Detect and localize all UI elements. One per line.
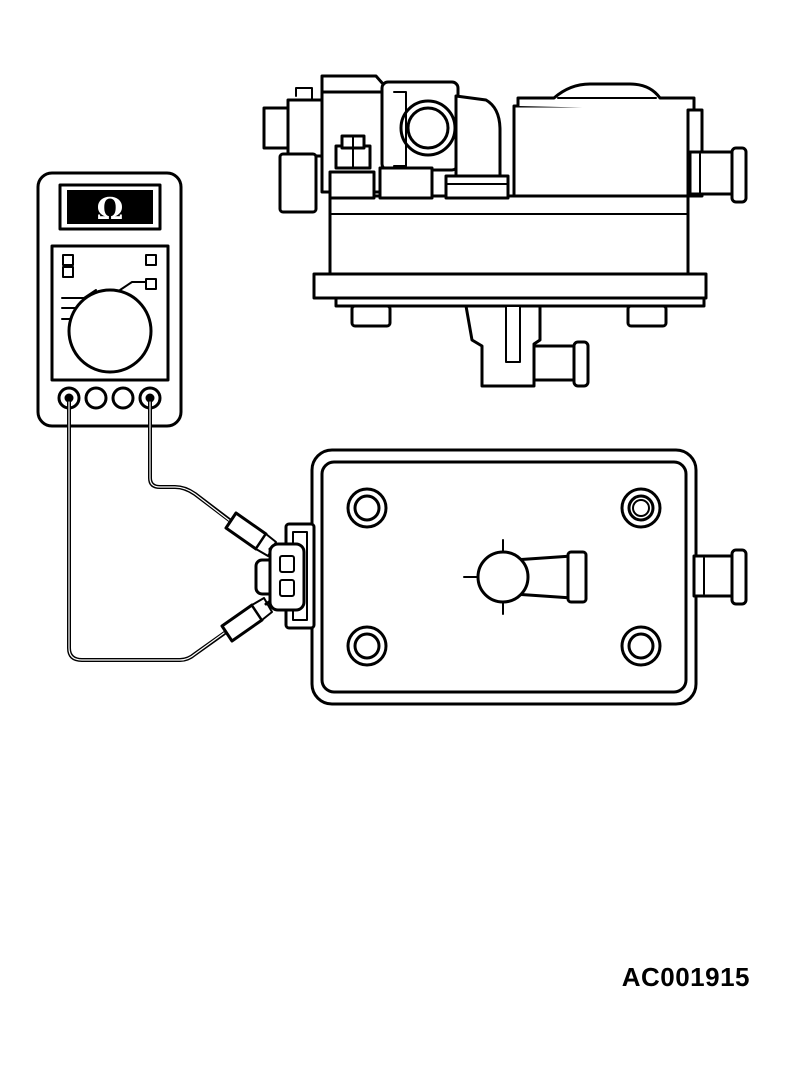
side-plug bbox=[278, 152, 318, 214]
component-side-view bbox=[262, 74, 748, 388]
connector-terminal[interactable] bbox=[279, 579, 295, 597]
top-view-inner-frame bbox=[320, 460, 688, 694]
hose-nipple-top-view bbox=[692, 548, 748, 606]
bolt-hole bbox=[620, 487, 662, 529]
side-connector bbox=[262, 106, 292, 150]
electrical-connector[interactable] bbox=[254, 522, 316, 630]
bolt-hole bbox=[346, 625, 388, 667]
rotary-dial-knob[interactable] bbox=[67, 288, 153, 374]
canister-body bbox=[512, 104, 692, 198]
mounting-foot bbox=[626, 304, 668, 328]
multimeter-switch-icon[interactable] bbox=[145, 254, 157, 266]
multimeter-display bbox=[58, 183, 162, 231]
ohm-symbol-icon: Ω bbox=[97, 192, 124, 227]
multimeter: Ω bbox=[36, 171, 183, 428]
test-leads bbox=[67, 396, 292, 662]
connector-terminal[interactable] bbox=[279, 555, 295, 573]
mounting-flange bbox=[312, 272, 708, 300]
component-base-body bbox=[328, 194, 690, 276]
probe-jack[interactable] bbox=[111, 386, 135, 410]
hose-nipple-bottom bbox=[572, 340, 590, 388]
hose-nipple-right bbox=[688, 150, 738, 196]
multimeter-switch-icon[interactable] bbox=[62, 266, 74, 278]
multimeter-switch-icon[interactable] bbox=[145, 278, 157, 290]
component-top-view bbox=[254, 448, 748, 706]
multimeter-dial-panel bbox=[50, 244, 170, 382]
bolt-hole bbox=[620, 625, 662, 667]
figure-id-label: AC001915 bbox=[621, 962, 750, 992]
center-port bbox=[463, 539, 588, 615]
multimeter-display-screen bbox=[67, 190, 153, 224]
multimeter-switch-icon[interactable] bbox=[62, 254, 74, 266]
bottom-outlet bbox=[464, 304, 542, 388]
test-lead-black bbox=[67, 396, 228, 662]
mounting-foot bbox=[350, 304, 392, 328]
connector-housing bbox=[268, 542, 306, 612]
range-mark bbox=[119, 281, 147, 291]
probe-jack[interactable] bbox=[84, 386, 108, 410]
bolt-hole bbox=[346, 487, 388, 529]
